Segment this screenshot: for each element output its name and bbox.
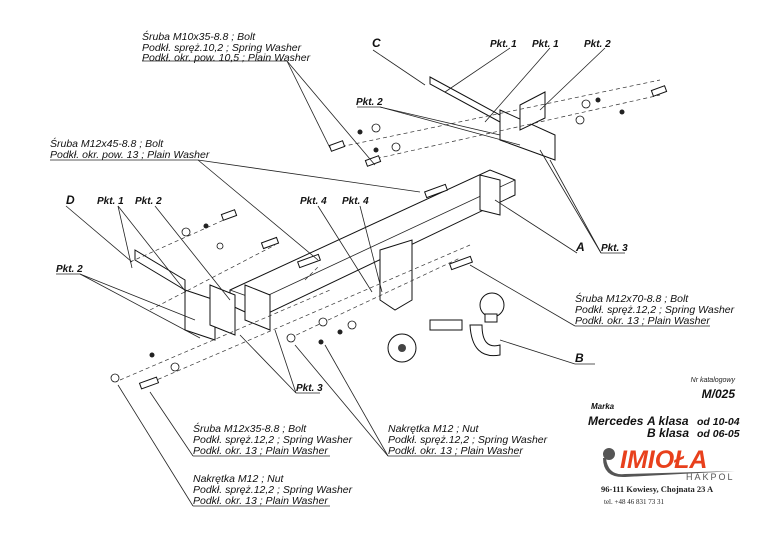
bolt-m10-line3: Podkł. okr. pow. 10,5 ; Plain Washer — [142, 52, 311, 64]
callout-pkt3: Pkt. 3 — [296, 383, 323, 394]
bracket-right-plate — [499, 109, 556, 161]
model-b-from: od 06-05 — [697, 428, 740, 440]
callout-pkt1: Pkt. 1 — [490, 39, 517, 50]
nut-left-line3: Podkł. okr. 13 ; Plain Washer — [193, 495, 328, 507]
company-address: 96-111 Kowiesy, Chojnata 23 A — [601, 484, 714, 494]
bracket-c — [429, 76, 501, 123]
model-a: A klasa — [646, 414, 689, 428]
callout-pkt2: Pkt. 2 — [356, 97, 383, 108]
nut-left-line2: Podkł. spręż.12,2 ; Spring Washer — [193, 484, 353, 496]
nut-center-line1: Nakrętka M12 ; Nut — [388, 423, 480, 435]
make-label: Marka — [591, 402, 615, 411]
model-a-from: od 10-04 — [697, 416, 740, 428]
callout-b: B — [575, 351, 584, 365]
company-logo: IMIOŁA HAKPOL — [603, 446, 735, 482]
callout-pkt2: Pkt. 2 — [135, 196, 162, 207]
callout-pkt2: Pkt. 2 — [584, 39, 611, 50]
callout-pkt1: Pkt. 1 — [532, 39, 559, 50]
bolt-m12x70-line1: Śruba M12x70-8.8 ; Bolt — [575, 292, 689, 305]
callout-c: C — [372, 36, 381, 50]
bolt-m10-line1: Śruba M10x35-8.8 ; Bolt — [142, 30, 256, 43]
bolt-m12x70-line2: Podkł. spręż.12,2 ; Spring Washer — [575, 304, 735, 316]
make: Mercedes — [588, 414, 644, 428]
leader-lines — [50, 47, 710, 507]
nut-left-line1: Nakrętka M12 ; Nut — [193, 473, 285, 485]
model-b: B klasa — [647, 426, 689, 440]
callout-pkt4: Pkt. 4 — [342, 196, 369, 207]
bracket-d — [134, 249, 186, 291]
nut-center-line2: Podkł. spręż.12,2 ; Spring Washer — [388, 434, 548, 446]
bolt-m12x70-line3: Podkł. okr. 13 ; Plain Washer — [575, 315, 710, 327]
bolt-m12x35-line1: Śruba M12x35-8.8 ; Bolt — [193, 422, 307, 435]
callout-pkt3: Pkt. 3 — [601, 243, 628, 254]
bolt-m12x45-line2: Podkł. okr. pow. 13 ; Plain Washer — [50, 149, 210, 161]
callout-pkt1: Pkt. 1 — [97, 196, 124, 207]
parts-drawing — [110, 76, 668, 390]
callout-pkt2: Pkt. 2 — [56, 264, 83, 275]
catalog-number: M/025 — [702, 387, 736, 401]
bolt-m12x35-line2: Podkł. spręż.12,2 ; Spring Washer — [193, 434, 353, 446]
bolt-m10-line2: Podkł. spręż.10,2 ; Spring Washer — [142, 42, 302, 54]
logo-subtext: HAKPOL — [686, 472, 735, 482]
callout-d: D — [66, 193, 75, 207]
logo-text: IMIOŁA — [620, 446, 708, 474]
callout-a: A — [575, 240, 585, 254]
catalog-label: Nr katalogowy — [691, 377, 736, 384]
nut-center-line3: Podkł. okr. 13 ; Plain Washer — [388, 445, 523, 457]
bolt-m12x45-line1: Śruba M12x45-8.8 ; Bolt — [50, 137, 164, 150]
bolt-m12x35-line3: Podkł. okr. 13 ; Plain Washer — [193, 445, 328, 457]
tow-ball — [479, 292, 505, 318]
company-phone: tel. +48 46 831 73 31 — [604, 498, 664, 506]
callout-pkt4: Pkt. 4 — [300, 196, 327, 207]
